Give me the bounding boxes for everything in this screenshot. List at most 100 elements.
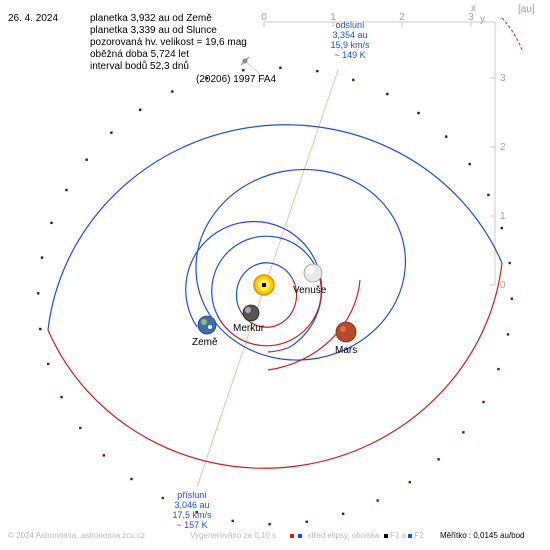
sun [253,274,275,296]
orbit-point [408,481,411,484]
x-axis-label: x [471,3,476,14]
asteroid-orbit-below [47,262,503,469]
mercury-orbit-below [240,277,298,328]
perihelion-speed: 17,5 km/s [172,510,212,520]
orbit-point [506,333,510,336]
orbit-point [130,477,133,481]
orbit-point [195,510,198,514]
earth-label: Země [192,337,218,348]
orbit-point [65,188,68,192]
object-name: (20206) 1997 FA4 [196,74,277,85]
orbit-fragment [501,17,524,53]
y-tick-0: 0 [500,280,506,291]
asteroid-marker [240,56,266,79]
orbit-point [482,400,485,404]
perihelion-title: přísluní [177,490,207,500]
generated-time: Vygenerováno za 0,10 s [190,531,276,540]
asteroid-orbit-above [47,124,503,331]
info-line: planetka 3,932 au od Země [90,13,212,24]
legend-center: střed elipsy, ohniska [290,531,379,540]
mars-orbit-below [267,279,361,371]
mars-orbit-above [195,182,251,344]
orbit-point [508,261,511,265]
orbit-point [487,193,490,197]
orbit-point [50,221,53,225]
mars-planet [335,321,357,343]
orbit-point [316,69,319,73]
legend-center-label: střed elipsy, ohniska [307,531,380,540]
orbit-points [37,66,513,526]
info-line: pozorovaná hv. velikost = 19,6 mag [90,37,247,48]
mercury-orbit-above [235,262,293,313]
unit-label: [au] [518,4,535,15]
orbit-point [376,499,379,502]
x-tick-3: 3 [468,12,474,23]
orbit-point [510,297,513,300]
orbit-point [60,395,63,399]
perihelion-info: přísluní 3,046 au 17,5 km/s ~ 157 K [160,490,224,530]
date-label: 26. 4. 2024 [8,13,59,24]
y-tick-1: 1 [500,211,506,222]
y-tick-3: 3 [500,73,506,84]
orbit-point [47,362,50,366]
orbit-point [468,162,471,166]
orbit-point [205,77,209,80]
info-block: planetka 3,932 au od Země planetka 3,339… [90,13,247,73]
y-tick-2: 2 [500,142,506,153]
x-tick-0: 0 [261,12,267,23]
orbit-point [139,108,142,111]
orbit-point [231,519,234,523]
orbit-point [79,426,82,430]
info-line: interval bodů 52,3 dnů [90,61,189,72]
orbit-point [40,256,44,259]
orbit-point [386,92,389,96]
y-axis-ticks [490,77,495,286]
orbit-point [268,523,271,526]
f1-marker-icon [384,534,388,538]
orbit-point [417,111,420,115]
mars-label: Mars [335,345,358,356]
orbit-point [161,496,164,500]
orbit-point [437,458,440,461]
scale-label: Měřítko : 0,0145 au/bod [440,531,525,540]
orbit-point [497,367,500,371]
x-axis-ticks [263,22,472,27]
earth-planet [197,315,217,335]
aphelion-distance: 3,354 au [332,30,368,40]
aphelion-info: odsluní 3,354 au 15,9 km/s ~ 149 K [320,20,380,60]
venus-orbit-below [219,261,322,347]
mercury-planet [242,304,260,322]
orbit-point [500,226,503,230]
venus-label: Venuše [293,285,327,296]
legend-f2: F2 [414,531,424,540]
mercury-label: Merkur [233,323,265,334]
focus-marker-icon [298,534,303,538]
legend-a: a [401,531,407,540]
orbit-point [110,131,113,134]
orbit-point [171,90,174,93]
aphelion-title: odsluní [335,20,365,30]
f2-marker-icon [408,534,413,538]
venus-planet [303,263,323,283]
orbit-point [305,520,308,523]
orbit-point [445,135,448,138]
orbit-point [39,327,42,331]
orbit-point [352,78,355,82]
y-axis-label: y [480,14,485,25]
earth-orbit-below [267,346,291,353]
center-marker-icon [290,534,294,538]
orbit-point [279,66,282,69]
info-line: planetka 3,339 au od Slunce [90,25,217,36]
perihelion-distance: 3,046 au [174,500,210,510]
perihelion-temperature: ~ 157 K [176,520,208,530]
orbit-point [85,158,88,161]
orbit-point [37,292,40,295]
orbit-point [341,512,345,515]
info-line: oběžná doba 5,724 let [90,49,189,60]
legend-f1: F1 [390,531,400,540]
legend-foci: F1 a F2 [384,531,424,540]
aphelion-speed: 15,9 km/s [330,40,370,50]
x-tick-2: 2 [399,12,405,23]
